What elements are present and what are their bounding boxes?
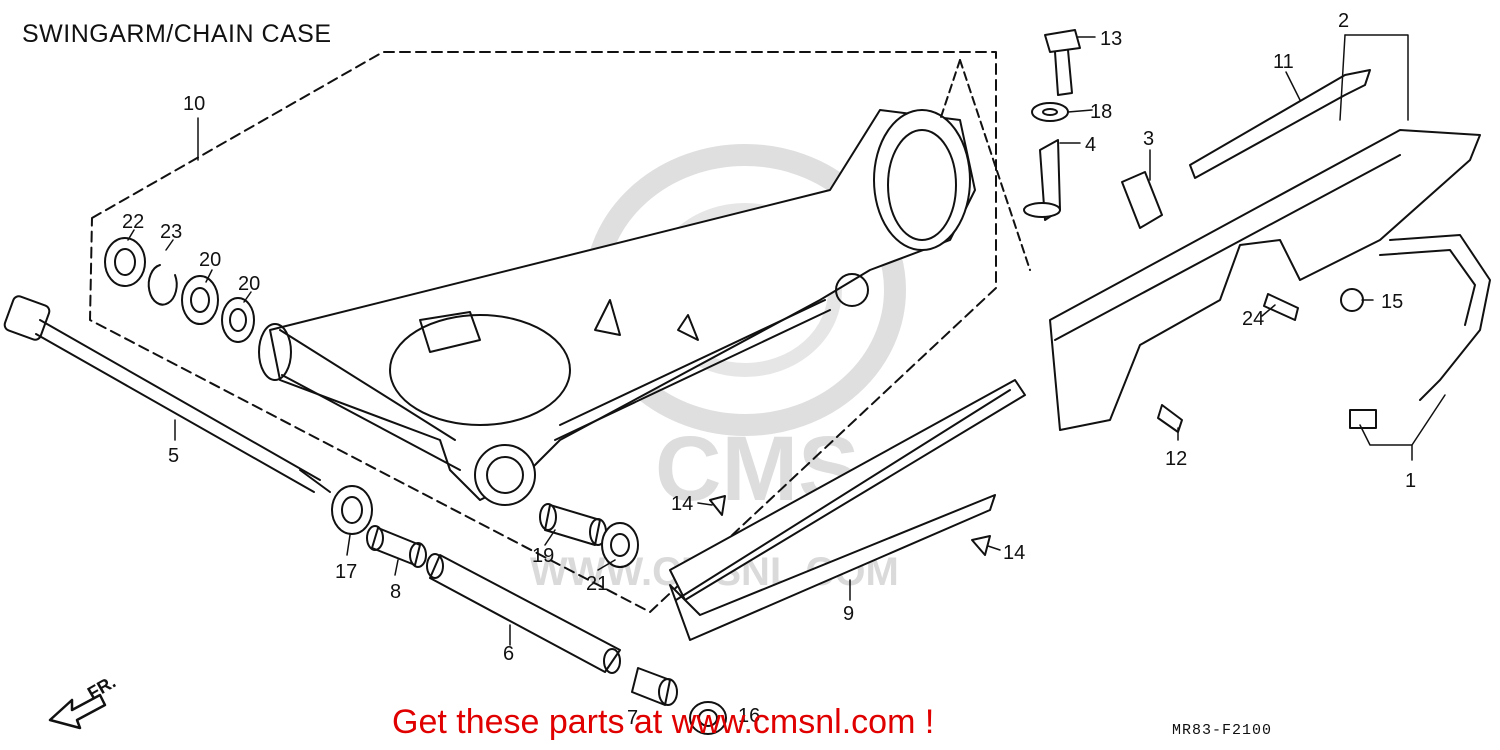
bearing-22 — [104, 237, 146, 287]
drive-chain — [1379, 234, 1491, 401]
callout-14b: 14 — [1003, 542, 1025, 564]
callout-15: 15 — [1381, 291, 1403, 313]
chain-case — [1049, 129, 1481, 431]
adjusting-bolt-8 — [366, 525, 427, 568]
callout-17: 17 — [335, 561, 357, 583]
callout-10: 10 — [183, 93, 205, 115]
callout-12: 12 — [1165, 448, 1187, 470]
callout-11: 11 — [1273, 51, 1294, 73]
callout-24: 24 — [1242, 308, 1264, 330]
collar-tube — [426, 553, 621, 674]
callout-1: 1 — [1405, 470, 1416, 492]
callout-22: 22 — [122, 211, 144, 233]
callout-21: 21 — [586, 573, 608, 595]
chain-slider — [669, 379, 1026, 641]
diagram-title: SWINGARM/CHAIN CASE — [22, 20, 332, 48]
screw-14a — [709, 495, 726, 516]
swingarm — [258, 109, 976, 506]
dust-seal-16 — [689, 701, 727, 735]
callout-7: 7 — [627, 707, 638, 729]
callout-6: 6 — [503, 643, 514, 665]
chain-slider-dash-leader — [959, 59, 1031, 271]
callout-5: 5 — [168, 445, 179, 467]
callout-20a: 20 — [199, 249, 221, 271]
callout-3: 3 — [1143, 128, 1154, 150]
seal-21 — [601, 522, 639, 568]
plate-3 — [1121, 171, 1163, 229]
screw-14b — [971, 535, 991, 556]
callout-19: 19 — [532, 545, 554, 567]
bolt-13 — [1044, 29, 1081, 96]
callout-14a: 14 — [671, 493, 693, 515]
chain-case-bracket — [1189, 69, 1371, 179]
clip-4 — [1023, 139, 1061, 221]
front-direction-arrow — [48, 693, 107, 730]
part-callouts: 1 2 3 4 5 6 7 8 9 10 11 12 13 14 14 15 1… — [122, 10, 1416, 729]
front-direction-label: FR. — [84, 672, 119, 704]
bolt-15 — [1340, 288, 1364, 312]
bearing-20a — [181, 275, 219, 325]
leader-lines — [127, 34, 1446, 646]
callout-13: 13 — [1100, 28, 1122, 50]
callout-23: 23 — [160, 221, 182, 243]
collar-7 — [631, 667, 678, 706]
callout-9: 9 — [843, 603, 854, 625]
callout-2: 2 — [1338, 10, 1349, 32]
swingarm-group-frame — [89, 51, 997, 613]
diagram-reference-code: MR83-F2100 — [1172, 722, 1273, 739]
callout-18: 18 — [1090, 101, 1112, 123]
callout-20b: 20 — [238, 273, 260, 295]
bolt-24 — [1263, 293, 1299, 321]
circlip-23 — [147, 264, 178, 306]
pivot-shaft — [3, 295, 331, 493]
callout-16: 16 — [738, 705, 760, 727]
drive-chain-label-tag — [1349, 409, 1377, 429]
callout-8: 8 — [390, 581, 401, 603]
adjusting-nut-17 — [331, 485, 373, 535]
callout-4: 4 — [1085, 134, 1096, 156]
bearing-20b — [221, 297, 255, 343]
promo-banner: Get these parts at www.cmsnl.com ! — [392, 703, 935, 741]
washer-18 — [1031, 102, 1069, 122]
